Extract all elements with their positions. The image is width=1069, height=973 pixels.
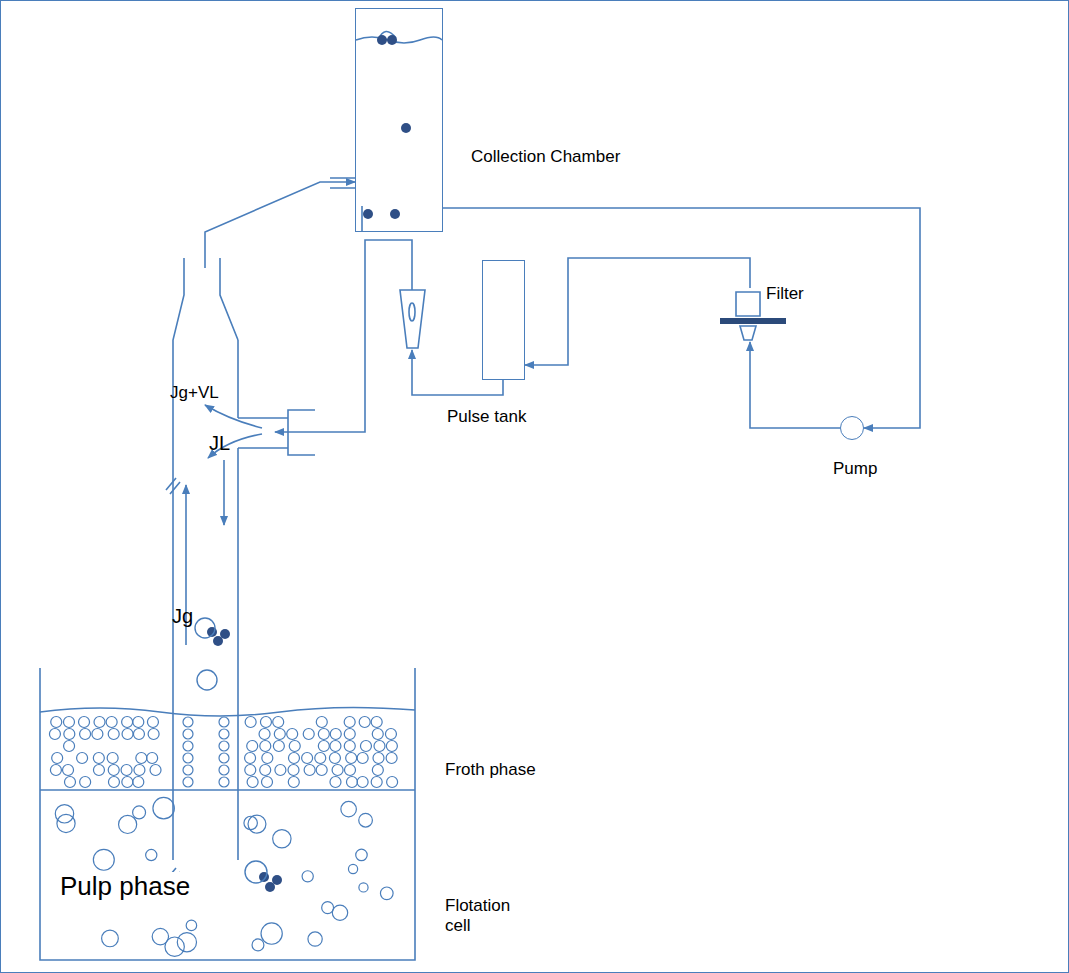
flux-label: Jg [172,605,193,627]
flux-label: Jg+VL [170,384,219,403]
pulp-phase-band: Pulp phase [40,790,415,960]
rotameter [400,290,425,348]
flotation-cell: Flotation cellFroth phasePulp phase [40,668,415,960]
particles [207,35,411,892]
break-mark [166,478,180,884]
return-line [275,240,412,432]
liquid-surface [356,37,442,43]
flux-label: JL [209,432,230,454]
filter-membrane [720,318,786,324]
node-label: Collection Chamber [471,147,620,167]
pipe-connector [443,208,920,428]
cell-wall [40,668,415,960]
node-label: Flotation cell [445,896,515,935]
node-label: Pump [833,459,877,479]
riser-top [173,258,238,470]
filter-housing [736,292,760,340]
rotameter-float [409,303,415,321]
node-label: Pulse tank [447,407,526,427]
node-label: Filter [766,284,804,304]
node-label: Froth phase [445,760,536,780]
liquid-flux-arrow [223,460,225,525]
collection-chamber: Collection Chamber [355,8,443,232]
filter: Filter [720,288,786,342]
overflow-line [205,182,355,268]
pipe-connector [750,342,840,428]
node-label: Pulp phase [60,872,190,902]
froth-phase-band: Froth phase [40,712,415,790]
pipe-connector [525,258,750,365]
riser-tube [173,340,238,860]
pulse-tank: Pulse tank [482,260,525,380]
pump: Pump [840,416,864,440]
feed-line [412,350,503,395]
